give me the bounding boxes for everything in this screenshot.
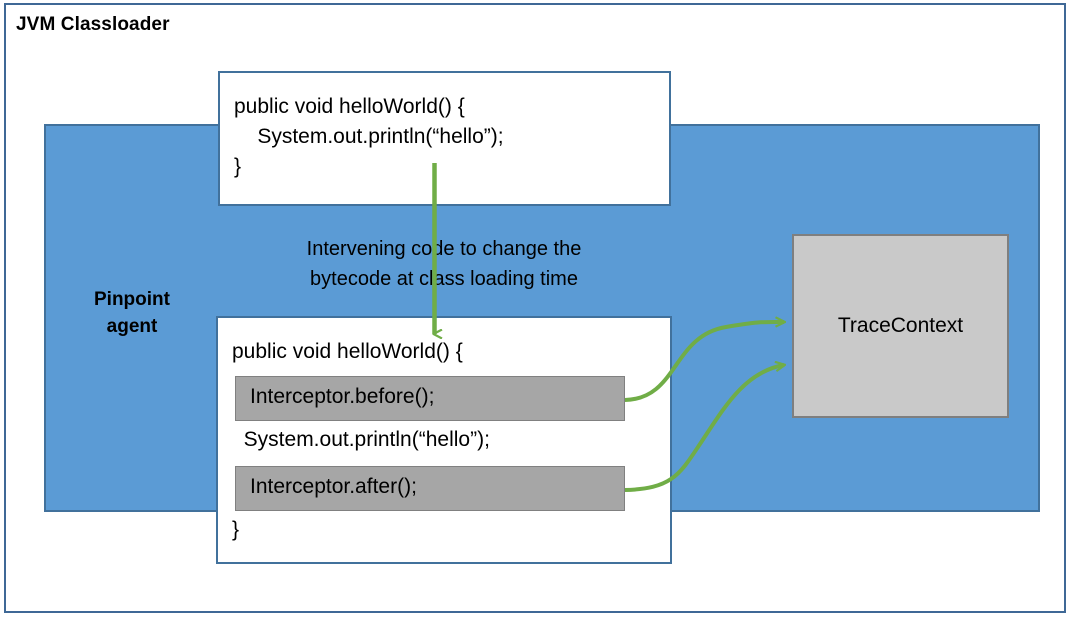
interceptor-before-highlight: Interceptor.before(); xyxy=(235,376,625,421)
interceptor-after-label: Interceptor.after(); xyxy=(250,475,417,498)
trace-context-label: TraceContext xyxy=(837,314,964,337)
code-line-instrumented-3: System.out.println(“hello”); xyxy=(232,428,490,451)
interceptor-before-label: Interceptor.before(); xyxy=(250,385,435,408)
pinpoint-agent-label: Pinpoint agent xyxy=(94,289,170,337)
code-line-original-3: } xyxy=(234,155,242,178)
code-line-original-1: public void helloWorld() { xyxy=(234,95,465,118)
code-line-original-2: System.out.println(“hello”); xyxy=(234,125,504,148)
code-line-instrumented-5: } xyxy=(232,518,240,541)
instrumented-code-box: public void helloWorld() { Interceptor.b… xyxy=(216,316,672,564)
intervening-code-note: Intervening code to change the bytecode … xyxy=(306,238,582,290)
interceptor-after-highlight: Interceptor.after(); xyxy=(235,466,625,511)
code-line-instrumented-1: public void helloWorld() { xyxy=(232,340,463,363)
original-code-box: public void helloWorld() { System.out.pr… xyxy=(218,71,671,206)
trace-context-box: TraceContext xyxy=(792,234,1009,418)
jvm-classloader-title: JVM Classloader xyxy=(16,14,170,35)
